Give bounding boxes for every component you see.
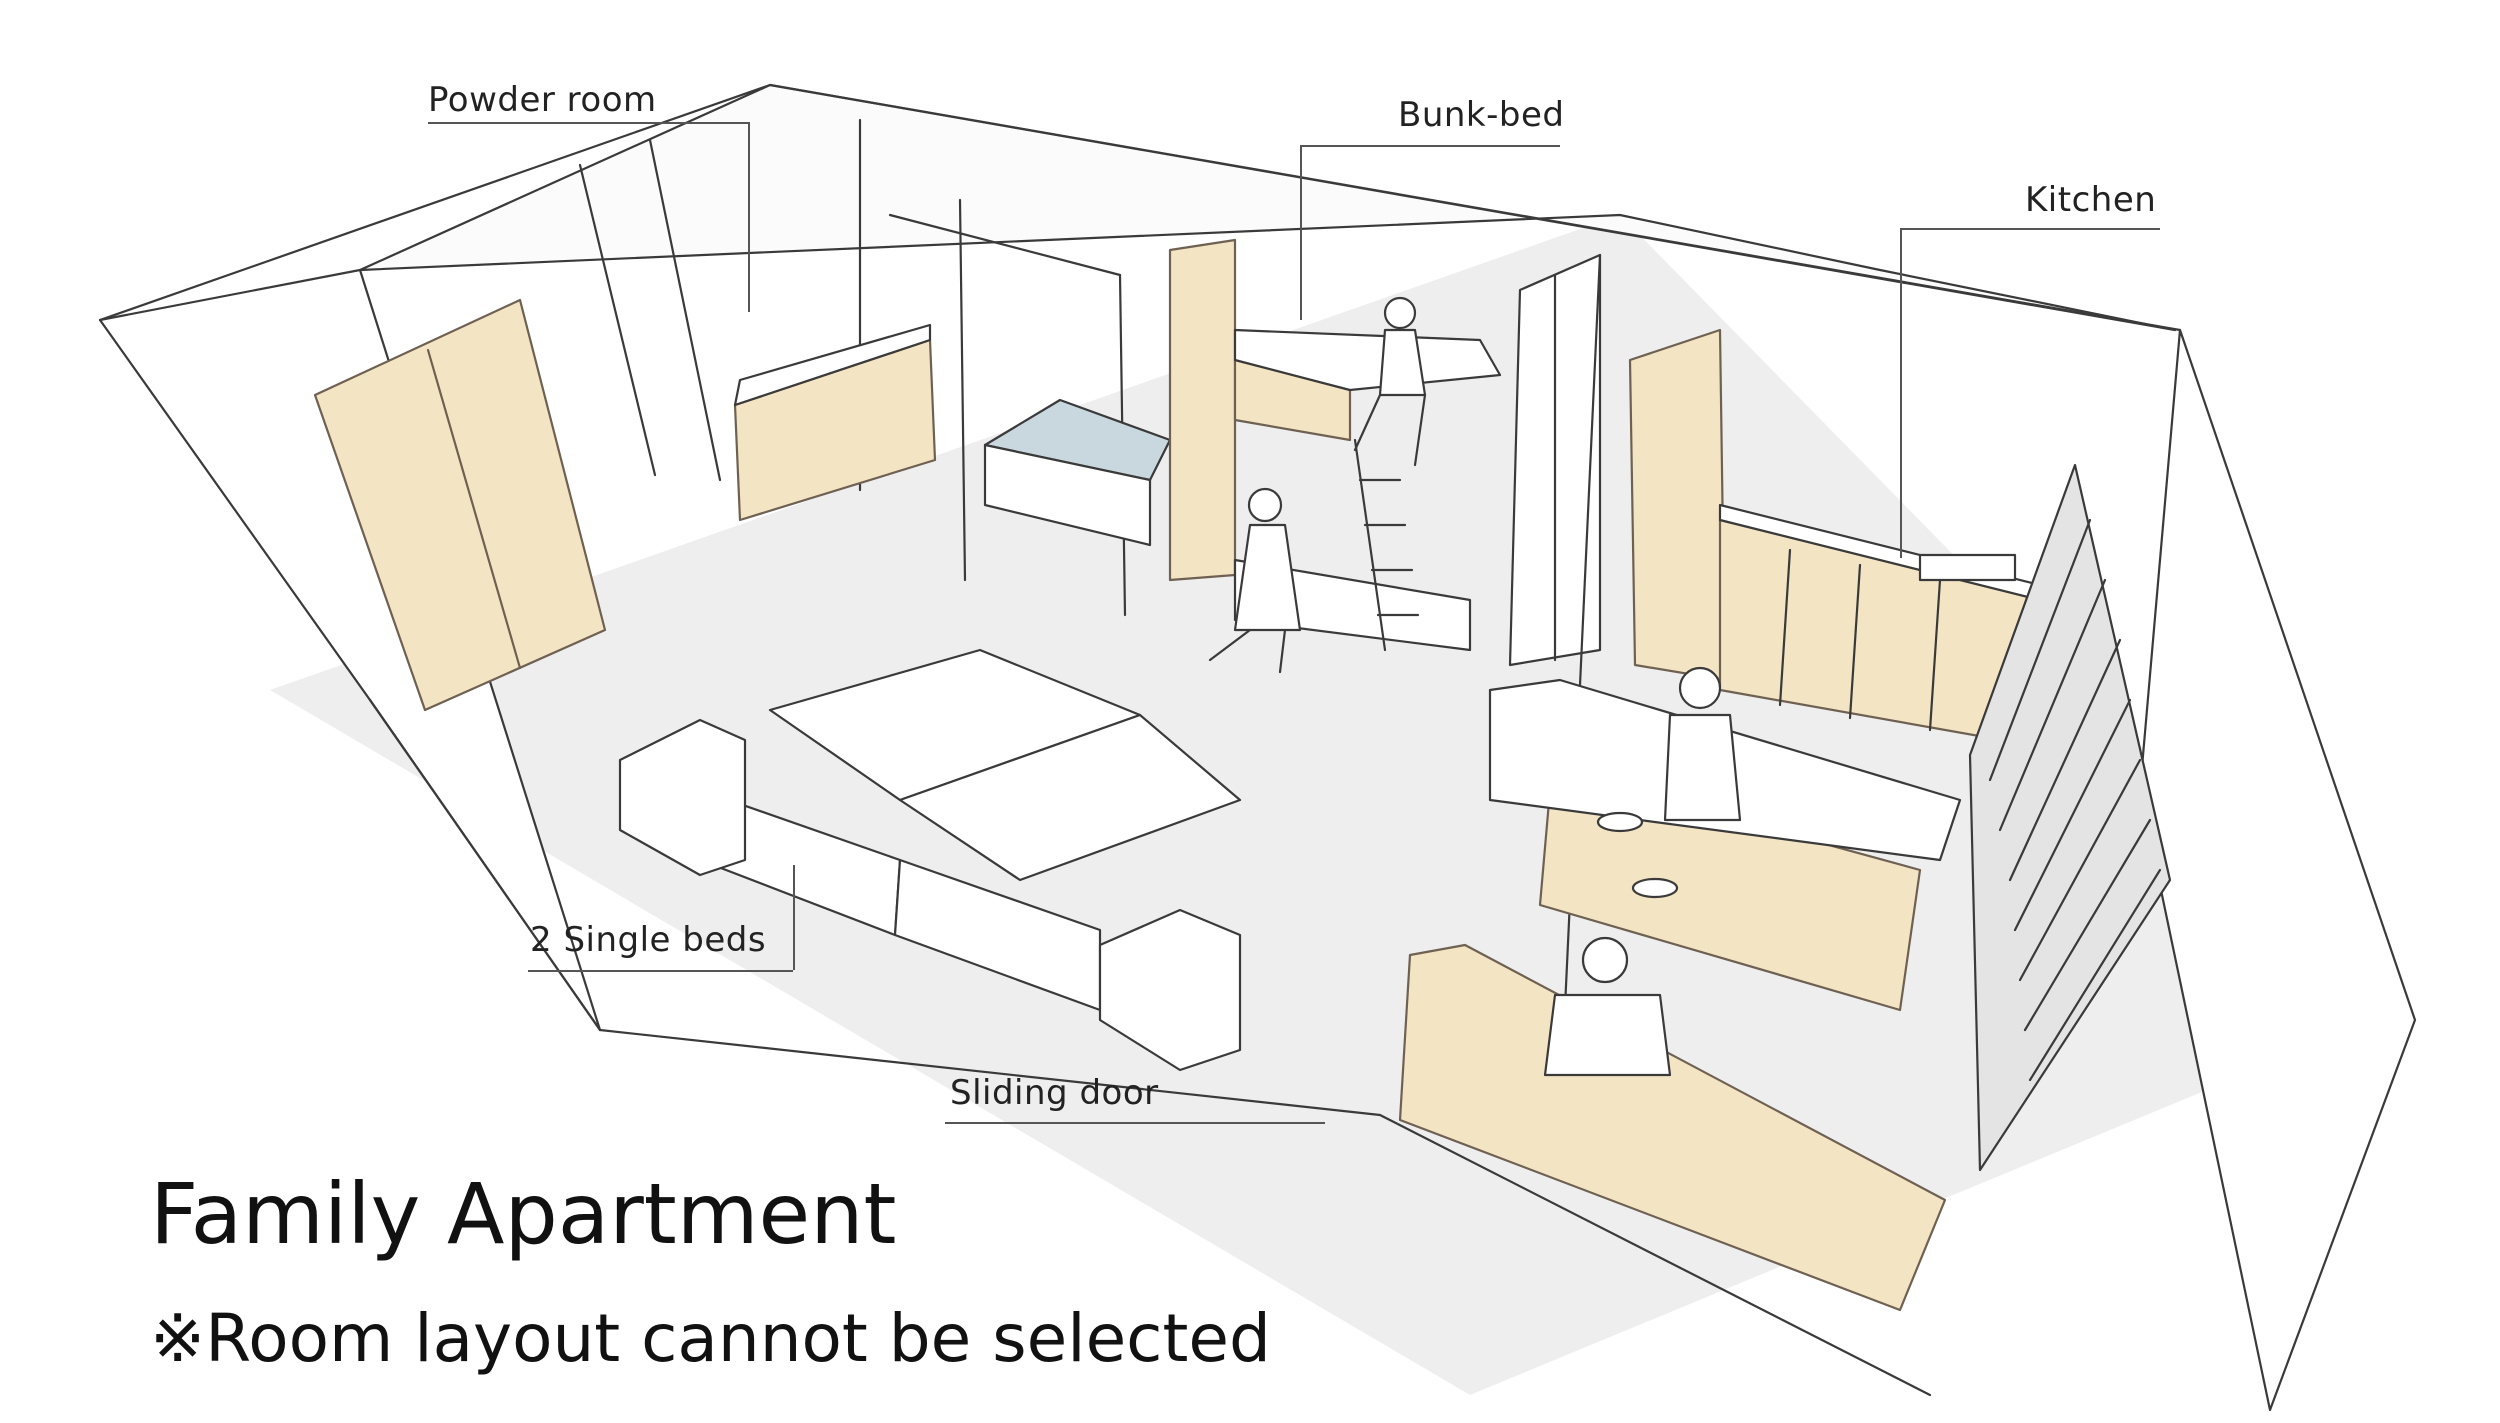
back-wall <box>358 83 2177 332</box>
wardrobe-doors <box>313 298 607 712</box>
woman-figure <box>1663 666 1742 822</box>
leader-kitchen <box>1900 228 2160 230</box>
roof-line <box>98 83 2182 332</box>
label-powder-room: Powder room <box>428 80 657 120</box>
nightstand-right <box>1098 908 1242 1072</box>
man-figure <box>1543 936 1672 1077</box>
kitchen-tall-unit <box>1628 328 1727 682</box>
window-blinds <box>1968 463 2172 1172</box>
kitchen-sink <box>1918 553 2017 582</box>
floor <box>270 215 2400 1395</box>
bunk-bed-column <box>1168 238 1237 582</box>
leader-powder-room <box>428 122 748 124</box>
person-on-bunk <box>1353 296 1427 467</box>
right-end-wall <box>2138 328 2417 1412</box>
leader-powder-room-drop <box>748 122 750 312</box>
label-kitchen: Kitchen <box>2025 180 2157 220</box>
single-bed-right <box>898 713 1242 882</box>
child-figure <box>1208 487 1302 674</box>
label-bunk-bed: Bunk-bed <box>1398 95 1565 135</box>
leader-bunk-bed <box>1300 145 1560 147</box>
leader-bunk-bed-drop <box>1300 145 1302 320</box>
leader-single-beds-rise <box>793 865 795 970</box>
page-title: Family Apartment <box>150 1165 897 1263</box>
leader-single-beds <box>528 970 793 972</box>
label-single-beds: 2 Single beds <box>530 920 767 960</box>
leader-sliding-door <box>945 1122 1325 1124</box>
label-sliding-door: Sliding door <box>950 1073 1159 1113</box>
bench-front <box>1398 943 1947 1312</box>
leader-kitchen-drop <box>1900 228 1902 558</box>
layout-note: ※Room layout cannot be selected <box>150 1300 1271 1377</box>
nightstand-left <box>618 718 747 877</box>
cup-1 <box>1596 811 1644 833</box>
cup-2 <box>1631 877 1679 899</box>
